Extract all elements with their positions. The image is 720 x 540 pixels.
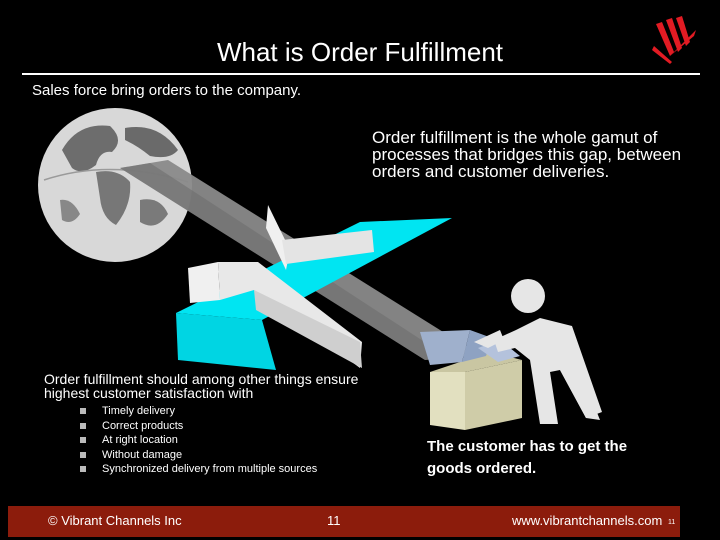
footer-bar — [8, 506, 680, 537]
globe-icon — [38, 108, 192, 262]
vibrant-channels-logo — [652, 16, 696, 64]
person-icon — [474, 279, 602, 424]
page-title: What is Order Fulfillment — [216, 37, 504, 67]
bullet-square-icon — [80, 408, 86, 414]
list-item: Synchronized delivery from multiple sour… — [80, 462, 317, 477]
bullet-square-icon — [80, 466, 86, 473]
footer-page-number: 11 — [327, 513, 341, 528]
list-item: Timely delivery — [80, 404, 317, 419]
satisfaction-text: Order fulfillment should among other thi… — [44, 371, 359, 401]
bullet-square-icon — [80, 437, 86, 444]
footer-url-link[interactable]: www.vibrantchannels.com — [512, 513, 663, 528]
list-item: Correct products — [80, 419, 317, 434]
list-item: Without damage — [80, 448, 317, 463]
gap-bridge-graphic — [176, 205, 452, 370]
bullet-square-icon — [80, 422, 86, 429]
subtitle: Sales force bring orders to the company. — [32, 82, 302, 99]
bullet-label: Correct products — [102, 419, 184, 432]
gap-description: Order fulfillment is the whole gamut of … — [372, 128, 682, 181]
bullet-label: At right location — [102, 434, 178, 447]
bullet-label: Without damage — [102, 448, 183, 461]
bullet-label: Timely delivery — [102, 405, 175, 417]
title-divider — [22, 73, 700, 75]
list-item: At right location — [80, 433, 317, 448]
bullet-label: Synchronized delivery from multiple sour… — [102, 463, 318, 476]
footer-copyright: © Vibrant Channels Inc — [48, 513, 182, 528]
bullet-square-icon — [80, 451, 86, 458]
open-box-icon — [420, 330, 522, 430]
customer-caption: The customer has to get the goods ordere… — [427, 438, 628, 477]
satisfaction-bullet-list: Timely delivery Correct products At righ… — [80, 404, 317, 477]
footer-page-mark: 11 — [668, 519, 676, 526]
